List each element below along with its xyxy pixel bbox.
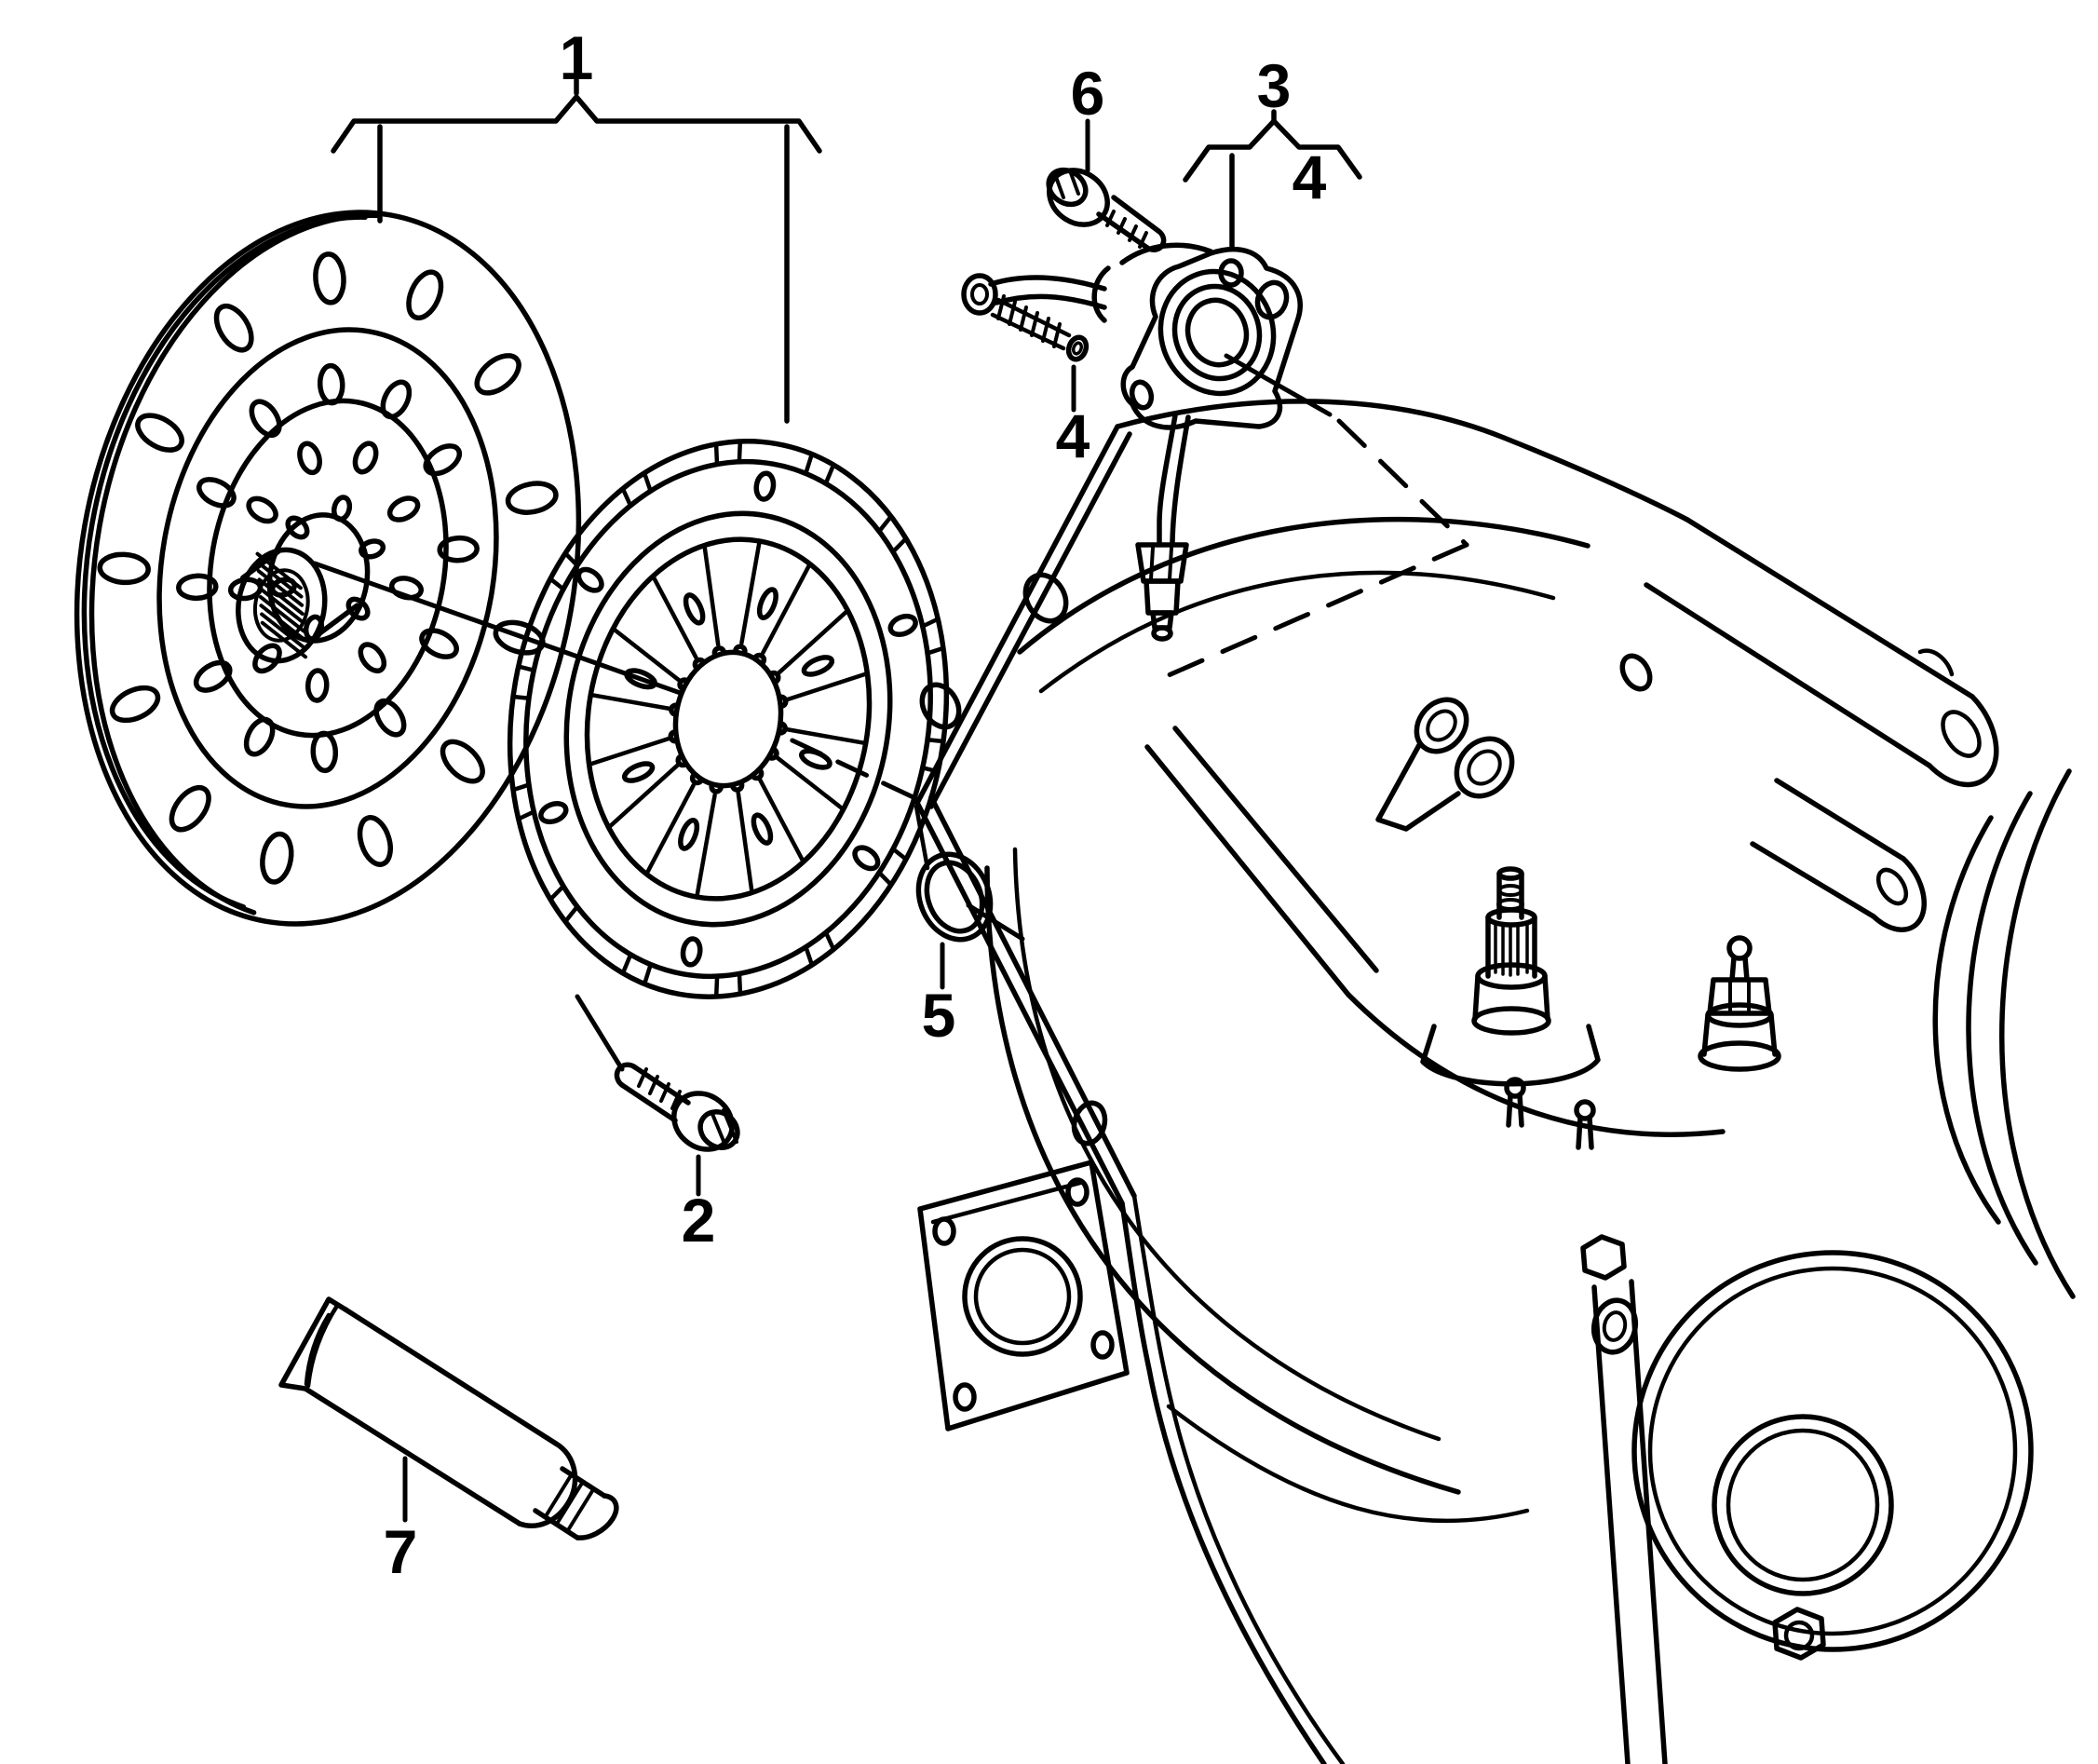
gear-selector-shaft: [1420, 866, 1601, 1087]
pressure-plate: [507, 439, 950, 999]
callout-2: 2: [681, 1186, 716, 1255]
pressure-plate-bolt: [614, 1062, 740, 1152]
callout-4-lower: 4: [1055, 401, 1090, 470]
callout-7: 7: [383, 1517, 418, 1586]
mounting-plate: [917, 1160, 1130, 1432]
callout-bracket-3: [1183, 109, 1362, 250]
o-ring: [1065, 334, 1090, 362]
disc-splined-hub: [236, 512, 371, 664]
callout-1: 1: [559, 23, 594, 92]
callout-bracket-1: [331, 77, 822, 424]
clutch-release-bearing: [961, 242, 1303, 642]
grease-tube: [278, 1296, 619, 1540]
callout-3: 3: [1256, 51, 1292, 120]
clutch-disc: [74, 210, 582, 927]
transmission-housing: [914, 399, 2076, 1764]
axle-flange-boss: [1631, 1250, 2034, 1652]
callout-4-upper: 4: [1292, 142, 1327, 211]
callout-6: 6: [1070, 59, 1105, 128]
callout-5: 5: [921, 981, 956, 1050]
slave-cylinder-bolt: [1046, 167, 1167, 252]
sensor-stud: [1698, 935, 1781, 1072]
